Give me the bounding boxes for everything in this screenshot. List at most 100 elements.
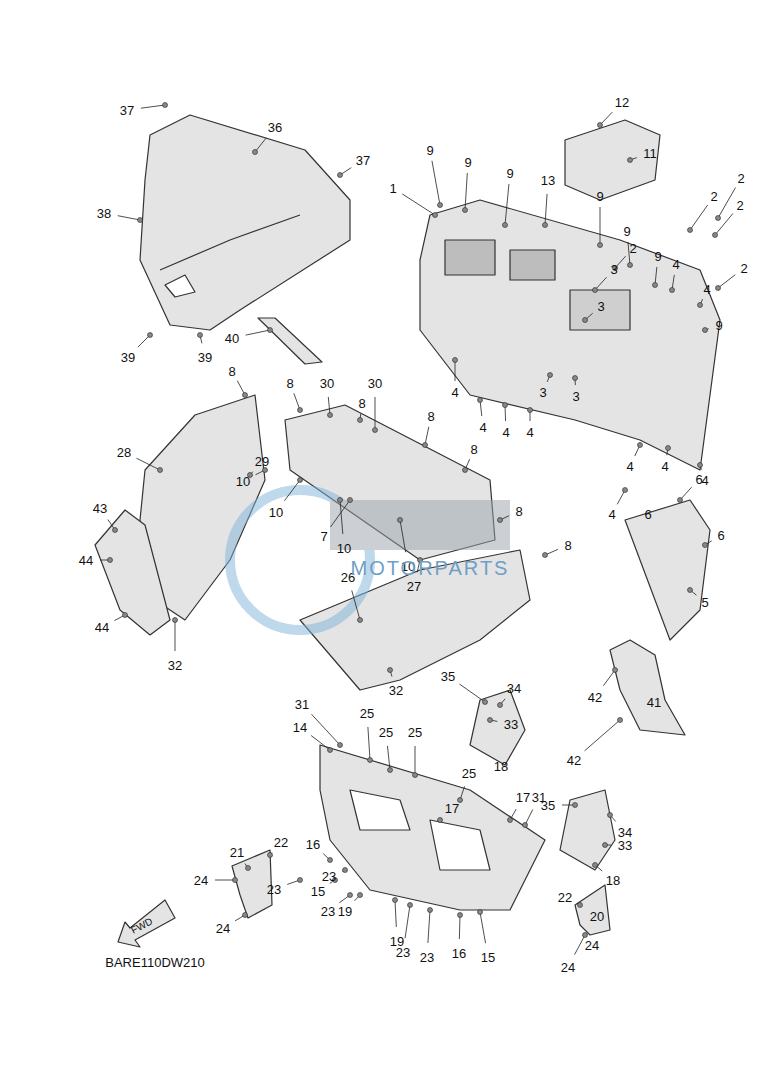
fastener	[393, 898, 398, 903]
callout-number: 8	[515, 505, 522, 518]
callout-number: 24	[585, 939, 599, 952]
fastener	[388, 768, 393, 773]
fastener	[343, 868, 348, 873]
fastener	[603, 843, 608, 848]
fastener	[573, 803, 578, 808]
callout-number: 9	[654, 250, 661, 263]
callout-number: 16	[452, 947, 466, 960]
fastener	[358, 418, 363, 423]
leader-line	[175, 620, 176, 651]
callout-number: 4	[608, 508, 615, 521]
callout-number: 3	[597, 300, 604, 313]
front-grille	[320, 745, 545, 910]
flap	[575, 885, 610, 935]
callout-number: 3	[572, 390, 579, 403]
callout-number: 23	[267, 883, 281, 896]
callout-number: 23	[420, 951, 434, 964]
fastener	[348, 893, 353, 898]
fastener	[593, 288, 598, 293]
fastener	[253, 150, 258, 155]
callout-number: 9	[426, 144, 433, 157]
watermark-text: MOTORPARTS	[351, 558, 510, 578]
leader-line	[575, 935, 585, 955]
fastener	[583, 318, 588, 323]
fastener	[233, 878, 238, 883]
callout-number: 29	[255, 455, 269, 468]
fastener	[628, 263, 633, 268]
fastener	[438, 203, 443, 208]
fastener	[578, 903, 583, 908]
fastener	[628, 158, 633, 163]
fastener	[328, 413, 333, 418]
fastener	[338, 173, 343, 178]
callout-number: 4	[502, 426, 509, 439]
callout-number: 17	[516, 791, 530, 804]
callout-number: 22	[558, 891, 572, 904]
callout-number: 13	[541, 174, 555, 187]
callout-number: 35	[441, 670, 455, 683]
fastener	[498, 518, 503, 523]
fastener	[638, 443, 643, 448]
fastener	[503, 223, 508, 228]
leader-line	[312, 714, 340, 745]
callout-number: 4	[626, 460, 633, 473]
callout-number: 4	[672, 258, 679, 271]
leader-line	[141, 105, 165, 108]
callout-number: 3	[610, 263, 617, 276]
windshield-vent	[165, 275, 195, 297]
fastener	[716, 216, 721, 221]
leader-line	[718, 275, 735, 288]
fastener	[508, 818, 513, 823]
callout-number: 2	[736, 199, 743, 212]
fastener	[358, 893, 363, 898]
callout-number: 4	[451, 386, 458, 399]
fastener	[338, 743, 343, 748]
callout-number: 2	[629, 242, 636, 255]
callout-number: 38	[97, 207, 111, 220]
callout-number: 4	[479, 421, 486, 434]
fastener	[268, 328, 273, 333]
leader-line	[455, 360, 456, 381]
fastener	[618, 718, 623, 723]
fastener	[498, 703, 503, 708]
forward-arrow	[118, 900, 175, 947]
leader-line	[137, 458, 160, 470]
callout-number: 37	[356, 154, 370, 167]
fastener	[138, 218, 143, 223]
callout-number: 2	[740, 262, 747, 275]
callout-number: 16	[306, 838, 320, 851]
callout-number: 9	[715, 319, 722, 332]
fastener	[268, 853, 273, 858]
fastener	[298, 408, 303, 413]
fastener	[623, 488, 628, 493]
callout-number: 37	[120, 104, 134, 117]
callout-number: 6	[717, 529, 724, 542]
fastener	[453, 358, 458, 363]
callout-number: 4	[526, 426, 533, 439]
panel	[565, 120, 660, 200]
leader-line	[585, 720, 620, 751]
callout-number: 39	[121, 351, 135, 364]
fastener	[438, 818, 443, 823]
callout-number: 8	[358, 397, 365, 410]
callout-number: 27	[407, 580, 421, 593]
bracket	[470, 690, 525, 765]
fastener	[716, 286, 721, 291]
flap	[232, 850, 272, 918]
callout-number: 18	[494, 760, 508, 773]
fastener	[348, 498, 353, 503]
fastener	[173, 618, 178, 623]
callout-number: 4	[661, 460, 668, 473]
callout-number: 30	[368, 377, 382, 390]
fastener	[108, 558, 113, 563]
fastener	[483, 700, 488, 705]
leader-line	[118, 216, 140, 220]
leader-line	[400, 520, 406, 552]
callout-number: 31	[295, 698, 309, 711]
fastener	[388, 668, 393, 673]
fastener	[408, 903, 413, 908]
callout-number: 28	[117, 446, 131, 459]
fastener	[463, 208, 468, 213]
